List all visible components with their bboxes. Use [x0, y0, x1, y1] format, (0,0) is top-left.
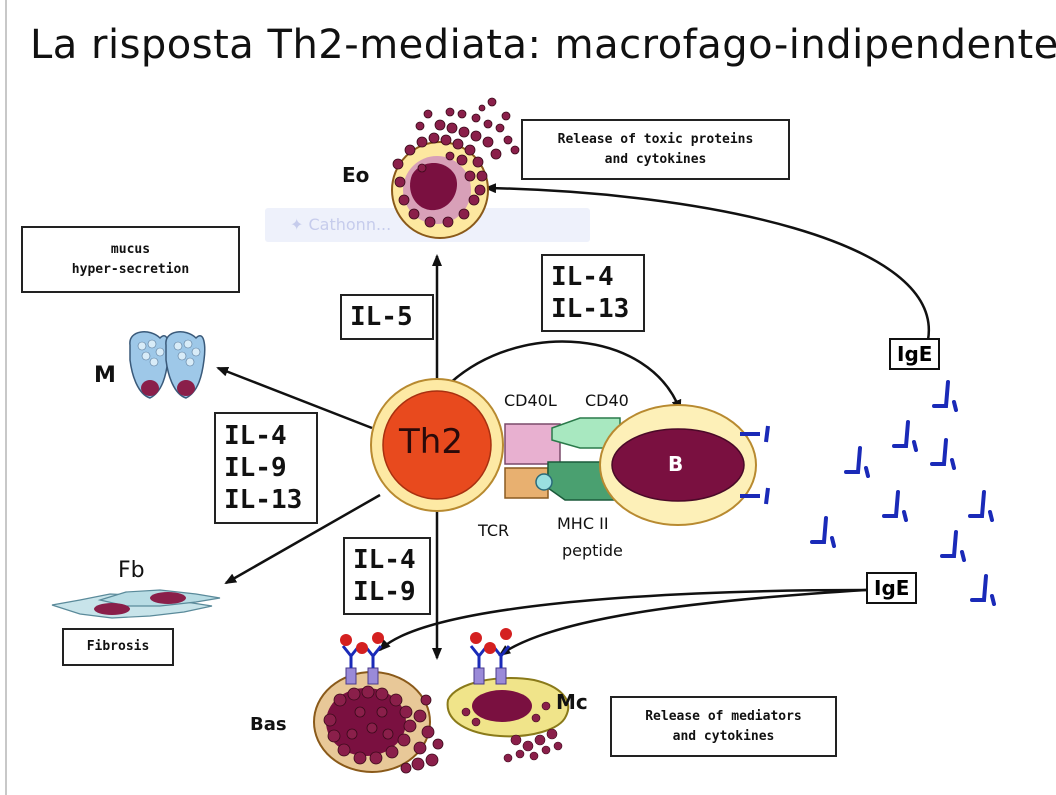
- page-title: La risposta Th2-mediata: macrofago-indip…: [30, 22, 1056, 68]
- b-cell: [599, 404, 757, 526]
- cytokine-box-down: IL-4 IL-9: [343, 537, 431, 615]
- basophil-cell: [313, 671, 444, 774]
- mediators-line-2: and cytokines: [672, 728, 775, 744]
- fibrosis-text: Fibrosis: [86, 639, 150, 654]
- tcr-molecule: [504, 467, 549, 499]
- arrow-ige-to-eo: [484, 183, 931, 341]
- toxic-release-box: Release of toxic proteins and cytokines: [521, 119, 790, 180]
- peptide-label: peptide: [562, 541, 623, 560]
- cytokine-m-il13: IL-13: [224, 485, 303, 515]
- tcr-label: TCR: [478, 521, 510, 540]
- cytokine-m-il9: IL-9: [224, 453, 287, 483]
- arrow-th2-to-m: [216, 366, 373, 430]
- free-ige-antibodies: [810, 380, 996, 606]
- mc-label: Mc: [556, 690, 588, 714]
- cd40l-label: CD40L: [504, 391, 557, 410]
- bas-fc-receptors: [340, 632, 384, 685]
- arrow-ige-to-bas: [378, 588, 867, 652]
- eo-label: Eo: [342, 163, 370, 187]
- th2-cell: [370, 378, 504, 512]
- b-cell-label: B: [668, 452, 684, 476]
- ige-label-top: IgE: [889, 338, 941, 370]
- mast-cell: [446, 677, 570, 763]
- toxic-release-line-1: Release of toxic proteins: [557, 131, 754, 147]
- toxic-release-line-2: and cytokines: [604, 151, 707, 167]
- mc-fc-receptors: [469, 628, 512, 685]
- cytokine-down-il9: IL-9: [353, 577, 416, 607]
- eo-granules: [392, 97, 520, 228]
- cytokine-box-m: IL-4 IL-9 IL-13: [214, 412, 318, 524]
- eosinophil-cell: [391, 97, 520, 239]
- arrow-ige-to-mc: [498, 588, 867, 657]
- mucus-line-1: mucus: [110, 241, 151, 257]
- b-cell-receptors: [740, 425, 770, 505]
- immune-synapse: [504, 417, 621, 501]
- m-label: M: [94, 363, 116, 388]
- cytokine-box-b: IL-4 IL-13: [541, 254, 645, 332]
- cytokine-b-il4: IL-4: [551, 262, 614, 292]
- mhc-label: MHC II: [557, 514, 609, 533]
- cytokine-down-il4: IL-4: [353, 545, 416, 575]
- cd40-label: CD40: [585, 391, 629, 410]
- arrow-th2-to-b: [447, 340, 682, 412]
- arrow-th2-to-fb: [224, 493, 381, 585]
- ghost-tab-text: ✦ Cathonn...: [290, 215, 392, 234]
- mediators-release-box: Release of mediators and cytokines: [610, 696, 837, 757]
- mucus-goblet-cells: [129, 331, 206, 399]
- mucus-line-2: hyper-secretion: [71, 261, 190, 277]
- cytokine-b-il13: IL-13: [551, 294, 630, 324]
- ige-label-bottom: IgE: [866, 572, 918, 604]
- cytokine-box-il5: IL-5: [340, 294, 434, 340]
- fibrosis-box: Fibrosis: [62, 628, 174, 666]
- fibroblast-cells: [51, 589, 221, 619]
- bas-label: Bas: [250, 714, 287, 735]
- th2-label: Th2: [399, 422, 463, 462]
- mucus-hypersecretion-box: mucus hyper-secretion: [21, 226, 240, 293]
- mediators-line-1: Release of mediators: [645, 708, 802, 724]
- fb-label: Fb: [118, 558, 145, 583]
- peptide-dot: [535, 473, 553, 491]
- cytokine-il5: IL-5: [350, 302, 413, 332]
- cytokine-m-il4: IL-4: [224, 421, 287, 451]
